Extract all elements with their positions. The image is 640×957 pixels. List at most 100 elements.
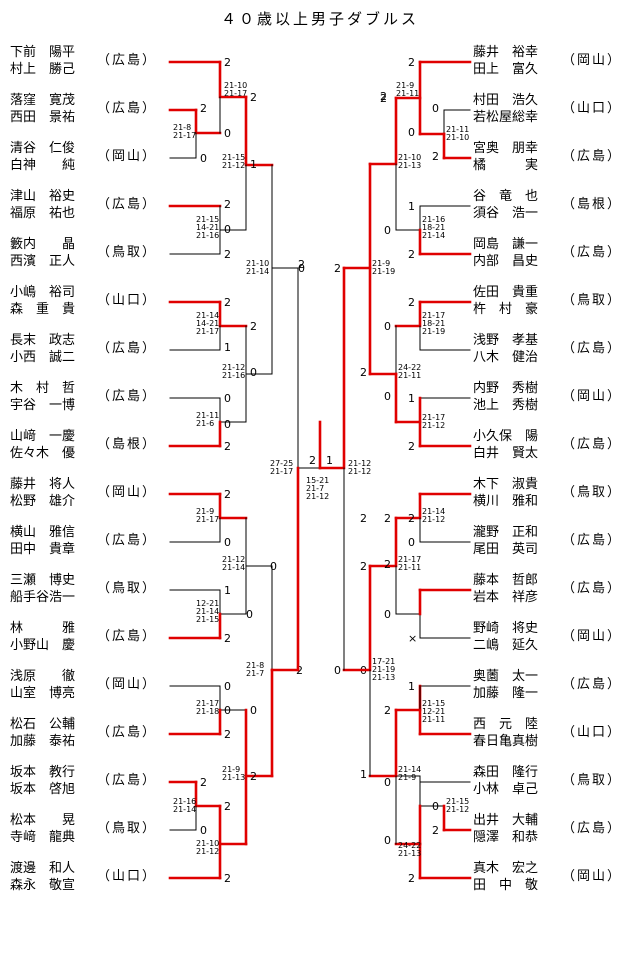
game-score-r3: 2 [432, 150, 439, 163]
right-team-13-player1: 野崎 将史 [473, 621, 539, 636]
right-team-14-prefecture: （広島） [562, 677, 623, 692]
right-team-1-player2: 田上 富久 [473, 62, 539, 77]
right-team-8-player1: 内野 秀樹 [473, 381, 539, 396]
game-score-l6: 2 [224, 198, 231, 211]
set-score-a5-1: 21-10 [246, 259, 269, 268]
game-score-l21: 2 [224, 632, 231, 645]
set-score-b4-3: 21-14 [422, 231, 445, 240]
game-score-l16: 2 [224, 440, 231, 453]
game-score-r31: 2 [360, 512, 367, 525]
left-team-16-prefecture: （広島） [97, 773, 158, 788]
left-team-16-player1: 坂本 教行 [10, 765, 76, 780]
game-score-r8: 2 [408, 248, 415, 261]
game-score-r24: 2 [384, 704, 391, 717]
right-team-8-player2: 池上 秀樹 [473, 398, 539, 413]
set-score-a17-1: 21-10 [196, 839, 219, 848]
left-team-2-prefecture: （広島） [97, 101, 158, 116]
set-score-b7-1: 24-22 [398, 363, 421, 372]
set-score-b12-2: 21-19 [372, 665, 395, 674]
set-score-b7-2: 21-11 [398, 371, 421, 380]
right-team-6-player2: 杵 村 豪 [473, 302, 539, 317]
set-score-a6-2: 14-21 [196, 319, 219, 328]
set-score-b4-1: 21-16 [422, 215, 445, 224]
set-score-b6-3: 21-19 [422, 327, 445, 336]
set-score-b1-1: 21-9 [396, 81, 414, 90]
set-score-b12-1: 17-21 [372, 657, 395, 666]
set-score-a5-2: 21-14 [246, 267, 269, 276]
right-team-2-prefecture: （山口） [562, 101, 623, 116]
right-team-13-prefecture: （岡山） [562, 629, 623, 644]
right-team-12-player2: 岩本 祥彦 [473, 590, 539, 605]
set-score-b15-2: 21-12 [446, 805, 469, 814]
game-score-l20: 0 [270, 560, 277, 573]
game-score-l14: 0 [224, 418, 231, 431]
left-team-3-prefecture: （岡山） [97, 149, 158, 164]
right-team-9-player1: 小久保 陽 [473, 429, 539, 444]
set-score-a10-2: 21-17 [196, 515, 219, 524]
game-score-r16: 2 [334, 262, 341, 275]
left-team-16-player2: 坂本 啓旭 [10, 782, 76, 797]
right-team-11-prefecture: （広島） [562, 533, 623, 548]
bracket-line-24 [271, 164, 299, 269]
right-team-10-player2: 横川 雅和 [473, 494, 539, 509]
right-team-6-prefecture: （鳥取） [562, 293, 623, 308]
right-team-3-player1: 宮奥 朋幸 [473, 141, 539, 156]
set-score-a10-1: 21-9 [196, 507, 214, 516]
left-team-9-player2: 佐々木 優 [10, 446, 76, 461]
game-score-l12: 2 [250, 320, 257, 333]
left-team-12-prefecture: （鳥取） [97, 581, 158, 596]
right-team-4-prefecture: （島根） [562, 197, 623, 212]
set-score-a8-2: 21-6 [196, 419, 214, 428]
winner-line-107 [368, 708, 398, 778]
right-team-15-player2: 春日亀真樹 [473, 734, 539, 749]
left-team-4-player2: 福原 祐也 [10, 206, 76, 221]
set-score-b15-1: 21-15 [446, 797, 469, 806]
game-score-f2: 1 [326, 454, 333, 467]
set-score-b1-2: 21-11 [396, 89, 419, 98]
set-score-b5-2: 21-19 [372, 267, 395, 276]
set-score-a16-1: 21-16 [173, 797, 196, 806]
game-score-r7: 0 [384, 224, 391, 237]
game-score-r15: 2 [380, 90, 387, 103]
left-team-7-player2: 小西 誠二 [10, 350, 76, 365]
game-score-r5: 2 [380, 92, 387, 105]
winner-line-12 [244, 95, 274, 167]
right-team-5-player1: 岡島 謙一 [473, 237, 539, 252]
right-team-7-player1: 浅野 孝基 [473, 333, 539, 348]
set-score-b13-3: 21-11 [422, 715, 445, 724]
game-score-l17: 0 [298, 262, 305, 275]
left-team-8-prefecture: （広島） [97, 389, 158, 404]
right-team-17-player2: 隠澤 和恭 [473, 830, 539, 845]
set-score-b10-2: 21-12 [422, 515, 445, 524]
left-team-18-player1: 渡邊 和人 [10, 861, 76, 876]
game-score-l8: 2 [224, 248, 231, 261]
right-team-6-player1: 佐田 貴重 [473, 285, 539, 300]
right-team-5-prefecture: （広島） [562, 245, 623, 260]
game-score-r33: 2 [384, 558, 391, 571]
right-team-15-prefecture: （山口） [562, 725, 623, 740]
left-team-6-player1: 小嶋 裕司 [10, 285, 76, 300]
game-score-r23: 1 [408, 680, 415, 693]
left-team-9-prefecture: （島根） [97, 437, 158, 452]
right-team-3-player2: 橘 実 [473, 158, 539, 173]
set-score-b13-1: 21-15 [422, 699, 445, 708]
left-team-15-player2: 加藤 泰祐 [10, 734, 76, 749]
left-team-1-prefecture: （広島） [97, 53, 158, 68]
game-score-l22: 1 [224, 584, 231, 597]
bracket-line-49 [271, 565, 299, 671]
game-score-l34: 2 [298, 258, 305, 271]
right-team-14-player2: 加藤 隆一 [473, 686, 539, 701]
game-score-l19: 0 [224, 536, 231, 549]
set-score-a4-2: 14-21 [196, 223, 219, 232]
right-team-18-prefecture: （岡山） [562, 869, 623, 884]
right-team-4-player1: 谷 竜 也 [473, 189, 539, 204]
set-score-a13-1: 21-8 [246, 661, 264, 670]
left-team-10-player2: 松野 雄介 [10, 494, 76, 509]
right-team-7-player2: 八木 健治 [473, 350, 539, 365]
left-team-14-player1: 浅原 徹 [10, 669, 76, 684]
game-score-r21: × [408, 632, 417, 645]
game-score-r13: 0 [384, 390, 391, 403]
left-team-11-player2: 田中 貴章 [10, 542, 76, 557]
set-score-a12-1: 12-21 [196, 599, 219, 608]
